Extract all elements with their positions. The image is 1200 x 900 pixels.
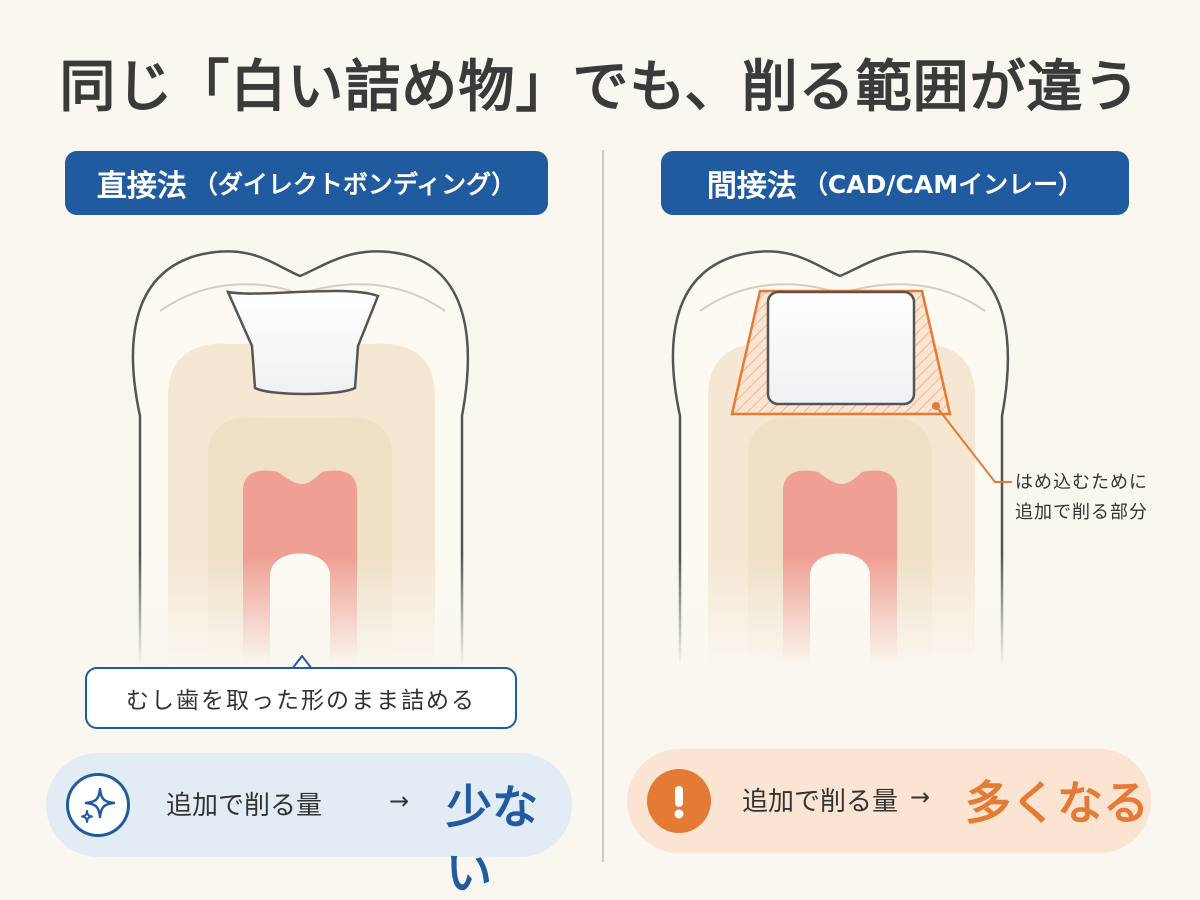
indirect-method-tooth-diagram <box>640 250 1040 666</box>
callout-text: むし歯を取った形のまま詰める <box>126 688 476 714</box>
direct-method-header: 直接法 （ダイレクトボンディング） <box>65 151 548 215</box>
indirect-method-result: 追加で削る量 → 多くなる <box>627 749 1151 853</box>
right-arrow-icon: → <box>389 787 410 815</box>
page-title: 同じ「白い詰め物」でも、削る範囲が違う <box>59 55 1141 120</box>
pulp <box>243 470 357 666</box>
pulp <box>783 470 897 666</box>
direct-method-tooth-diagram <box>100 250 500 666</box>
cadcam-inlay <box>766 290 916 406</box>
extra-removal-annotation: はめ込むために 追加で削る部分 <box>1015 468 1148 528</box>
direct-method-subtitle: （ダイレクトボンディング） <box>192 170 517 199</box>
result-label: 追加で削る量 <box>166 791 323 821</box>
direct-method-result: 追加で削る量 → 少ない <box>46 753 572 900</box>
right-arrow-icon: → <box>910 783 931 811</box>
annotation-leader-line <box>935 405 1012 483</box>
indirect-method-title: 間接法 <box>706 169 797 204</box>
composite-filling <box>225 289 380 396</box>
indirect-method-header: 間接法 （CAD/CAMインレー） <box>661 151 1129 215</box>
annotation-line-1: はめ込むために <box>1015 472 1148 493</box>
result-value-more: 多くなる <box>965 776 1149 830</box>
center-divider <box>602 150 604 862</box>
exclamation-icon <box>647 769 711 833</box>
sparkle-icon <box>66 773 130 837</box>
direct-method-callout: むし歯を取った形のまま詰める <box>85 667 517 729</box>
direct-method-title: 直接法 <box>96 169 187 204</box>
indirect-method-subtitle: （CAD/CAMインレー） <box>802 170 1084 199</box>
result-label: 追加で削る量 <box>742 787 899 817</box>
result-value-less: 少ない <box>446 780 538 900</box>
annotation-line-2: 追加で削る部分 <box>1015 502 1148 523</box>
